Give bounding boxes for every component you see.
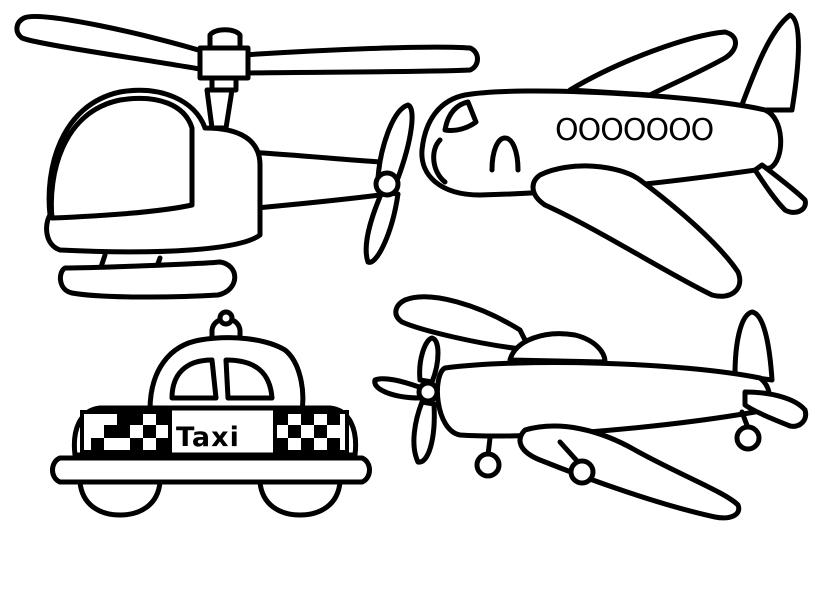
taxi-wheel-right (257, 479, 343, 518)
taxi-sign: Taxi (176, 422, 240, 453)
airliner-fuselage (419, 88, 784, 198)
airliner-back-wing (567, 29, 738, 98)
prop-plane-wheel-mid (568, 458, 596, 486)
airliner-cockpit (442, 99, 479, 133)
helicopter-tail-hub (373, 170, 401, 198)
helicopter-rotor-right (240, 44, 480, 76)
prop-plane-canopy (507, 331, 608, 365)
helicopter-skid (57, 259, 238, 300)
prop-plane-propeller-top (417, 335, 441, 385)
prop-plane-tail-fin (732, 309, 775, 383)
helicopter-mast (204, 87, 235, 131)
taxi-checker-right (273, 410, 349, 454)
taxi-window-right (223, 357, 275, 401)
helicopter (14, 13, 480, 300)
prop-plane-main-wing (517, 423, 742, 521)
airliner-tail-fin (737, 12, 801, 113)
airliner: OOOOOOO (419, 12, 808, 299)
airliner-windows: OOOOOOO (555, 113, 714, 148)
taxi-window-left (169, 357, 219, 401)
taxi-bumper (50, 455, 372, 485)
helicopter-rotor-left (14, 13, 208, 73)
helicopter-rotor-hub (197, 45, 251, 81)
helicopter-tail-rotor-bottom (363, 189, 401, 265)
helicopter-tail-rotor-top (375, 102, 415, 181)
prop-plane-stabilizer (742, 389, 809, 429)
prop-plane-propeller-bottom (411, 399, 437, 465)
prop-plane-fuselage (434, 360, 772, 439)
prop-plane-spinner (416, 380, 440, 404)
airliner-tail-stabilizer (752, 162, 808, 215)
taxi-checker-left (80, 410, 172, 454)
prop-plane-back-wing (393, 294, 533, 353)
helicopter-cabin (44, 87, 263, 255)
helicopter-windshield (48, 95, 195, 221)
prop-plane-wheel-front (474, 451, 502, 479)
airliner-windows-text: OOOOOOO (555, 113, 713, 148)
prop-plane-propeller-left (372, 376, 425, 401)
taxi: Taxi (50, 309, 372, 518)
airliner-door (489, 135, 521, 173)
taxi-wheel-left (77, 479, 163, 518)
propeller-plane (372, 294, 809, 521)
prop-plane-wheel-tail (734, 424, 762, 452)
airliner-main-wing (530, 163, 743, 299)
